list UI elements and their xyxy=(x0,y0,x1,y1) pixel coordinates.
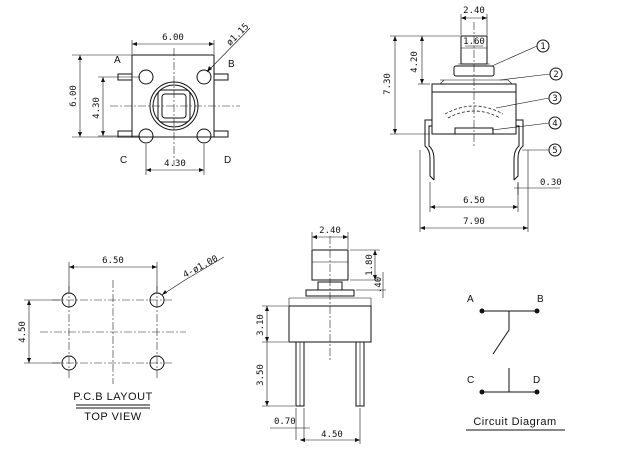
front-pin-spacing-dim: 4.50 xyxy=(321,430,343,440)
front-gap-dim: .40 xyxy=(374,277,384,293)
switch-blade xyxy=(492,329,510,355)
callout-2 xyxy=(549,67,563,81)
front-top-width-dim: 2.40 xyxy=(319,226,341,236)
side-top-width-dim: 2.40 xyxy=(463,6,485,16)
pin-tab-d xyxy=(213,130,229,138)
circuit-label-b: B xyxy=(537,294,544,305)
side-inner-width-dim: 6.50 xyxy=(463,196,485,206)
front-cap-height-dim: 1.80 xyxy=(365,254,375,276)
svg-text:2: 2 xyxy=(553,70,558,80)
pin-label-c: C xyxy=(120,155,127,166)
top-width-dim: 6.00 xyxy=(162,33,184,43)
callout-3 xyxy=(548,91,562,105)
circuit-label-c: C xyxy=(467,375,474,386)
top-height-dim: 6.00 xyxy=(69,85,79,107)
front-view: 2.40 1.80 .40 3.10 3.50 0.70 4.50 xyxy=(256,226,386,444)
callout-5 xyxy=(548,143,562,157)
side-pin-left xyxy=(424,119,435,181)
hole-leader xyxy=(206,27,251,73)
corner-hole-d xyxy=(196,128,212,144)
pcb-top-view-caption: TOP VIEW xyxy=(84,411,142,423)
front-body-height-dim: 3.10 xyxy=(256,314,266,336)
top-view-body xyxy=(131,54,215,138)
side-view: 2.40 1.60 4.20 7.30 6.50 7.90 0.30 1 xyxy=(383,6,563,232)
callout-4 xyxy=(548,116,562,130)
pin-tab-b xyxy=(213,73,229,81)
circuit-caption: Circuit Diagram xyxy=(473,416,556,428)
top-view: 6.00 6.00 4.30 4.30 ø1.15 A B C D xyxy=(69,22,251,175)
pin-label-a: A xyxy=(114,55,121,66)
pcb-hole-dim: 4-ø1.00 xyxy=(182,254,220,281)
callout-1 xyxy=(536,39,550,53)
pcb-caption: P.C.B LAYOUT xyxy=(73,391,153,403)
side-pin-thickness-dim: 0.30 xyxy=(540,178,562,188)
side-pin-right xyxy=(513,119,524,181)
corner-hole-b xyxy=(196,69,212,85)
pcb-layout: 6.50 4.50 4-ø1.00 P.C.B LAYOUT TOP VIEW xyxy=(18,254,225,423)
side-height-dim: 4.20 xyxy=(410,51,420,73)
corner-hole-a xyxy=(138,69,154,85)
circuit-label-d: D xyxy=(533,375,540,386)
svg-text:5: 5 xyxy=(552,146,557,156)
pcb-height-dim: 4.50 xyxy=(18,321,28,343)
top-bottom-dim: 4.30 xyxy=(164,159,186,169)
front-pin-height-dim: 3.50 xyxy=(256,364,266,386)
top-inner-height-dim: 4.30 xyxy=(92,97,102,119)
top-hole-dim: ø1.15 xyxy=(225,22,251,48)
side-outer-width-dim: 7.90 xyxy=(463,217,485,227)
side-total-height-dim: 7.30 xyxy=(383,73,393,95)
svg-text:3: 3 xyxy=(552,94,557,104)
pin-label-b: B xyxy=(228,59,235,70)
svg-text:4: 4 xyxy=(552,119,557,129)
pcb-width-dim: 6.50 xyxy=(102,256,124,266)
circuit-label-a: A xyxy=(467,294,474,305)
front-pin-width-dim: 0.70 xyxy=(274,417,296,427)
circuit-diagram: A B C D Circuit Diagram xyxy=(466,294,565,431)
pin-label-d: D xyxy=(224,155,231,166)
corner-hole-c xyxy=(138,128,154,144)
side-stem-width-dim: 1.60 xyxy=(463,37,485,47)
svg-text:1: 1 xyxy=(540,42,545,52)
